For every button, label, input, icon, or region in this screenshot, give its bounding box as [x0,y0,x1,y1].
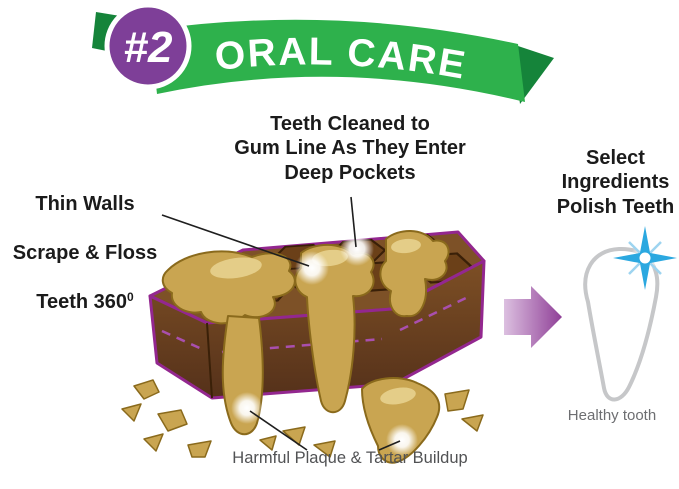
plaque-bits [121,379,484,458]
badge-number-text: #2 [124,23,173,72]
callout-select-ingredients: Select Ingredients Polish Teeth [556,147,675,218]
callout-thin-walls-line-3-text: Teeth 360 [36,290,128,313]
callout-thin-walls: Thin Walls Scrape & Floss Teeth 3600 [0,168,170,339]
plaque-tartar-caption: Harmful Plaque & Tartar Buildup [232,449,468,467]
superscript-zero: 0 [127,289,134,304]
sparkle-icon [613,226,677,290]
callout-teeth-cleaned: Teeth Cleaned to Gum Line As They Enter … [234,113,466,184]
plaque-teeth-shapes [121,230,484,464]
callout-thin-walls-line-2: Scrape & Floss [12,242,158,265]
callout-connector-lines [161,196,401,451]
callout-thin-walls-line-3: Teeth 3600 [0,290,170,314]
healthy-tooth-illustration [583,226,677,402]
chew-illustration [121,230,486,464]
healthy-tooth-label: Healthy tooth [567,407,657,424]
number-badge: #2 [104,2,192,90]
badge-circle [104,2,192,90]
chew-front-edge [206,322,213,399]
dashed-pocket-lines [161,295,469,354]
glow-markers [231,232,418,456]
arrow-right-icon [504,286,562,348]
callout-thin-walls-line-1: Thin Walls [35,193,135,216]
ribbon-band [150,19,525,102]
